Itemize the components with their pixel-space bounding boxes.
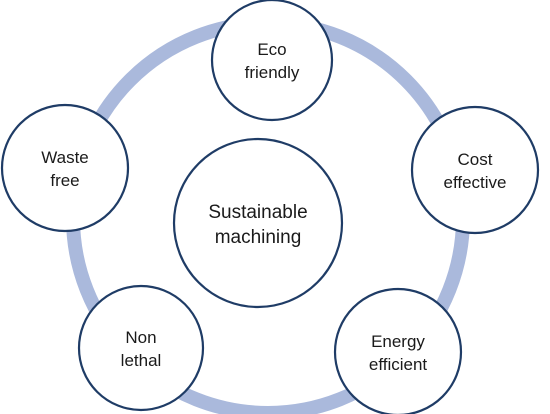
node-cost-effective-label-line-2: effective [443,173,506,192]
node-energy-efficient-label-line-2: efficient [369,355,428,374]
center-node: Sustainable machining [172,137,344,309]
node-eco-friendly-label-line-1: Eco [257,40,286,59]
node-eco-friendly-circle [210,0,334,122]
node-eco-friendly-label-line-2: friendly [245,63,300,82]
node-eco-friendly: Eco friendly [210,0,334,122]
node-waste-free-label-line-1: Waste [41,148,89,167]
node-non-lethal: Non lethal [77,284,205,412]
node-cost-effective: Cost effective [410,105,540,235]
node-non-lethal-label-line-1: Non [125,328,156,347]
node-waste-free-circle [0,103,130,233]
node-waste-free: Waste free [0,103,130,233]
node-energy-efficient: Energy efficient [333,287,463,414]
center-node-label-line-1: Sustainable [208,202,307,223]
node-cost-effective-label-line-1: Cost [458,150,493,169]
node-energy-efficient-circle [333,287,463,414]
center-node-label-line-2: machining [215,227,302,248]
node-non-lethal-label-line-2: lethal [121,351,162,370]
center-node-circle [172,137,344,309]
node-cost-effective-circle [410,105,540,235]
node-non-lethal-circle [77,284,205,412]
node-waste-free-label-line-2: free [50,171,79,190]
node-energy-efficient-label-line-1: Energy [371,332,425,351]
